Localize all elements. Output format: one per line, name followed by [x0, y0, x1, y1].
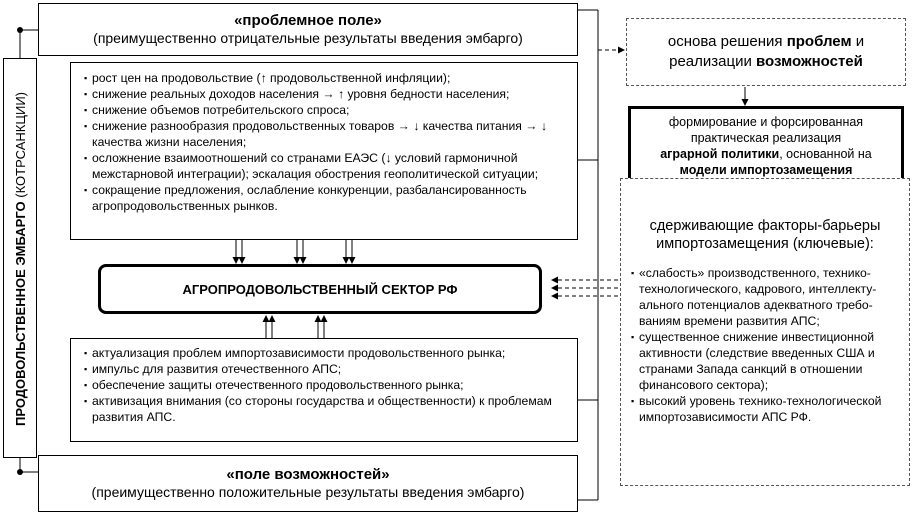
- basis-mid: и реализации: [669, 33, 865, 70]
- connector-side-to-opportunity: [19, 458, 38, 473]
- sector-box: АГРОПРОДОВОЛЬСТВЕННЫЙ СЕКТОР РФ: [98, 264, 542, 314]
- policy-text-2: , основанной на: [779, 147, 872, 161]
- problem-item: снижение разнообразия продовольственных …: [84, 118, 569, 150]
- barrier-item: высокий уровень технико-технологической …: [631, 393, 899, 425]
- opportunity-item: актуализация проблем импортозависимости …: [84, 345, 569, 361]
- barrier-list: «слабость» производственного, технико-те…: [631, 265, 899, 425]
- basis-box: основа решения проблем и реализации возм…: [626, 18, 906, 86]
- problem-list-box: рост цен на продовольствие (↑ продовольс…: [70, 62, 578, 240]
- basis-opportunities: возможностей: [756, 53, 863, 70]
- side-label-bold: ПРОДОВОЛЬСТВЕННОЕ ЭМБАРГО: [13, 201, 28, 427]
- side-label-normal: (КОТРСАНКЦИИ): [13, 92, 28, 198]
- problem-item: снижение реальных доходов населения → ↑ …: [84, 86, 569, 102]
- problem-item: снижение объемов потребительского спроса…: [84, 102, 569, 118]
- opportunity-item: обеспечение защиты отечественного продов…: [84, 377, 569, 393]
- problem-item: осложнение взаимоотношений со странами Е…: [84, 150, 569, 182]
- arrows-barriers-to-sector: [551, 276, 618, 300]
- opportunity-list-box: актуализация проблем импортозависимости …: [70, 338, 578, 442]
- barriers-title: сдерживающие факторы-барьеры импортозаме…: [649, 218, 881, 252]
- basis-pre: основа решения: [667, 33, 787, 50]
- problem-field-box: «проблемное поле» (преимущественно отриц…: [38, 3, 578, 56]
- opportunity-item: активизация внимания (со стороны государ…: [84, 393, 569, 425]
- barriers-box: сдерживающие факторы-барьеры импортозаме…: [620, 178, 910, 486]
- problem-item: рост цен на продовольствие (↑ продовольс…: [84, 70, 569, 86]
- opportunity-field-box: «поле возможностей» (преимущественно пол…: [38, 455, 578, 512]
- problem-item: сокращение предложения, ослабление конку…: [84, 182, 569, 214]
- barrier-item: «слабость» производственного, технико-те…: [631, 265, 899, 329]
- barrier-item: существенное снижение инвестиционной акт…: [631, 329, 899, 393]
- arrows-problems-to-sector: [232, 240, 356, 264]
- problem-field-title: «проблемное поле»: [234, 12, 382, 29]
- opportunity-field-title: «поле возможностей»: [226, 466, 390, 483]
- policy-box: формирование и форсированная практическа…: [628, 106, 904, 186]
- problem-list: рост цен на продовольствие (↑ продовольс…: [84, 70, 569, 214]
- problem-field-subtitle: (преимущественно отрицательные результат…: [93, 30, 523, 46]
- opportunity-list: актуализация проблем импортозависимости …: [84, 345, 569, 425]
- policy-agrarian: аграрной политики: [660, 147, 780, 161]
- policy-model: модели импортозамещения: [679, 163, 853, 177]
- connector-side-to-problem: [19, 29, 38, 58]
- opportunity-item: импульс для развития отечественного АПС;: [84, 361, 569, 377]
- arrows-opportunities-to-sector: [262, 315, 328, 338]
- basis-problems: проблем: [786, 33, 852, 50]
- embargo-side-box: ПРОДОВОЛЬСТВЕННОЕ ЭМБАРГО (КОТРСАНКЦИИ): [3, 58, 37, 458]
- policy-text-1: формирование и форсированная практическа…: [668, 115, 864, 145]
- opportunity-field-subtitle: (преимущественно положительные результат…: [91, 484, 525, 500]
- sector-title: АГРОПРОДОВОЛЬСТВЕННЫЙ СЕКТОР РФ: [182, 281, 458, 297]
